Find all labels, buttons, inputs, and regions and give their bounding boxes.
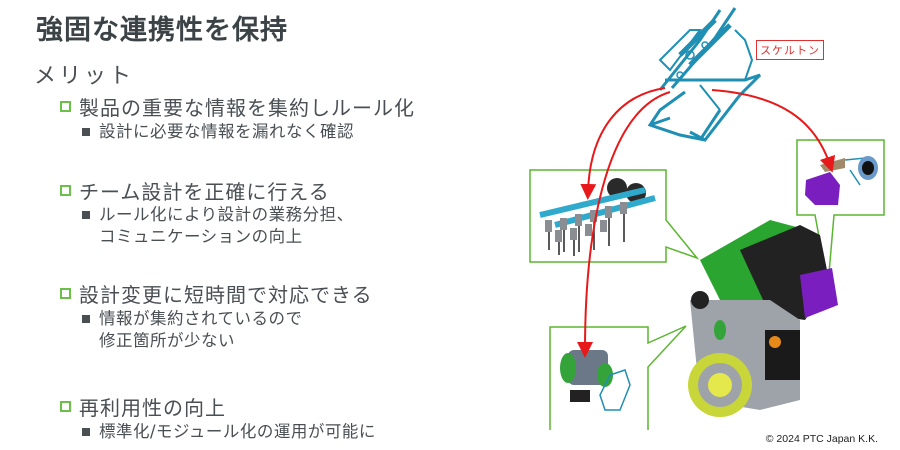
section-4-detail-text: 標準化/モジュール化の運用が可能に bbox=[99, 422, 376, 441]
section-1-detail: 設計に必要な情報を漏れなく確認 bbox=[82, 121, 354, 143]
arrow-to-starter bbox=[577, 91, 671, 358]
section-2-label: チーム設計を正確に行える bbox=[79, 180, 330, 204]
alternator-image bbox=[805, 156, 878, 205]
section-4: 再利用性の向上 bbox=[60, 392, 226, 421]
slide-title: 強固な連携性を保持 bbox=[36, 15, 288, 46]
hollow-square-bullet-icon bbox=[60, 101, 71, 112]
arrow-to-camshaft bbox=[580, 87, 666, 200]
section-1-label: 製品の重要な情報を集約しルール化 bbox=[79, 96, 415, 120]
section-2-detail-text: ルール化により設計の業務分担、 コミュニケーションの向上 bbox=[99, 205, 354, 246]
section-4-detail: 標準化/モジュール化の運用が可能に bbox=[82, 421, 376, 443]
camshaft-callout bbox=[529, 169, 700, 263]
square-bullet-icon bbox=[82, 128, 90, 136]
starter-callout bbox=[549, 325, 687, 430]
skeleton-label: スケルトン bbox=[756, 40, 824, 60]
copyright-notice: © 2024 PTC Japan K.K. bbox=[765, 433, 878, 445]
square-bullet-icon bbox=[82, 315, 90, 323]
section-3-detail: 情報が集約されているので 修正箇所が少ない bbox=[82, 308, 303, 352]
section-1: 製品の重要な情報を集約しルール化 bbox=[60, 92, 415, 121]
starter-image bbox=[560, 350, 631, 411]
camshaft-image bbox=[539, 178, 656, 256]
square-bullet-icon bbox=[82, 211, 90, 219]
section-3-label: 設計変更に短時間で対応できる bbox=[79, 283, 373, 307]
section-2: チーム設計を正確に行える bbox=[60, 176, 330, 205]
skeleton-frame-image bbox=[647, 7, 762, 142]
engine-assembly-image bbox=[688, 220, 838, 417]
hollow-square-bullet-icon bbox=[60, 401, 71, 412]
square-bullet-icon bbox=[82, 428, 90, 436]
hollow-square-bullet-icon bbox=[60, 288, 71, 299]
hollow-square-bullet-icon bbox=[60, 185, 71, 196]
section-3: 設計変更に短時間で対応できる bbox=[60, 279, 373, 308]
relation-arrows bbox=[577, 87, 836, 358]
engine-skeleton-diagram bbox=[529, 7, 885, 430]
section-4-label: 再利用性の向上 bbox=[79, 396, 226, 420]
section-3-detail-text: 情報が集約されているので 修正箇所が少ない bbox=[99, 309, 303, 350]
arrow-to-alternator bbox=[711, 89, 836, 173]
alternator-callout bbox=[796, 139, 885, 286]
merit-heading: メリット bbox=[34, 64, 135, 89]
section-2-detail: ルール化により設計の業務分担、 コミュニケーションの向上 bbox=[82, 204, 354, 248]
section-1-detail-text: 設計に必要な情報を漏れなく確認 bbox=[99, 122, 354, 141]
